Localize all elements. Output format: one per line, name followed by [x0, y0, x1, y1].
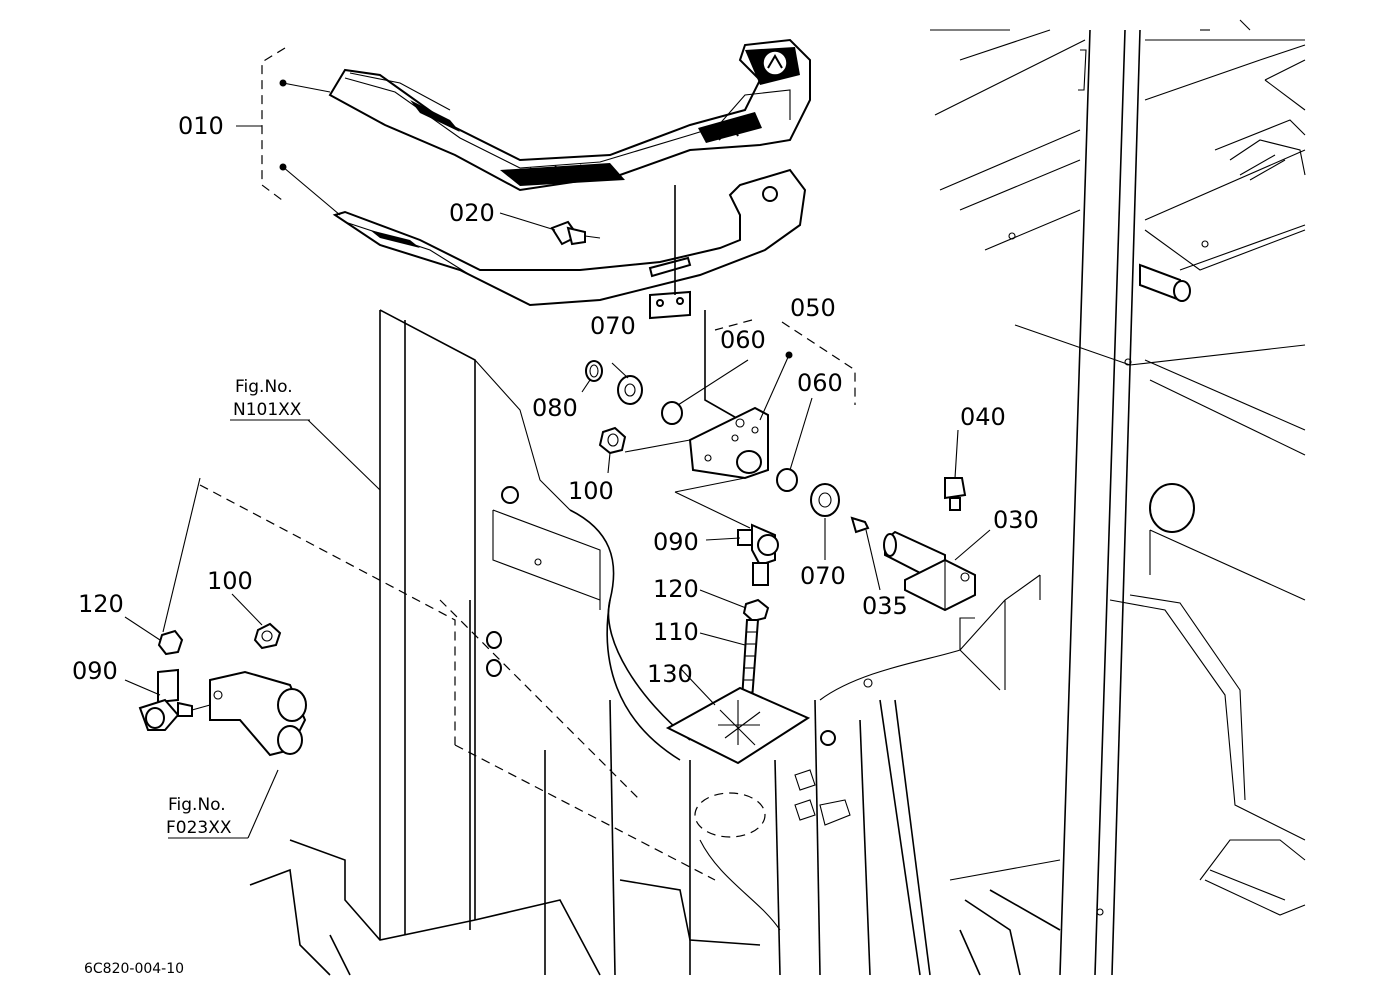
fig-ref-n101xx-number: N101XX — [233, 400, 302, 420]
callout-090-center: 090 — [653, 528, 699, 556]
callout-060-upper: 060 — [720, 326, 766, 354]
leader-lines — [124, 79, 991, 839]
callout-130: 130 — [647, 660, 693, 688]
callout-050: 050 — [790, 294, 836, 322]
callout-010: 010 — [178, 112, 224, 140]
callout-110: 110 — [653, 618, 699, 646]
cab-frame-drawing — [249, 19, 1306, 976]
callout-020: 020 — [449, 199, 495, 227]
callout-120-left: 120 — [78, 590, 124, 618]
callout-090-left: 090 — [72, 657, 118, 685]
callout-060-lower: 060 — [797, 369, 843, 397]
callout-035: 035 — [862, 592, 908, 620]
fig-ref-n101xx-label: Fig.No. — [235, 377, 293, 397]
callout-030: 030 — [993, 506, 1039, 534]
pedal-pad-assembly — [328, 38, 811, 421]
assembly-outlines — [199, 47, 856, 881]
callout-120-center: 120 — [653, 575, 699, 603]
callout-100-center: 100 — [568, 477, 614, 505]
callout-100-left: 100 — [207, 567, 253, 595]
callout-070-lower: 070 — [800, 562, 846, 590]
fig-ref-f023xx-label: Fig.No. — [168, 795, 226, 815]
figure-reference-f023xx: Fig.No. F023XX — [166, 795, 232, 838]
callout-080: 080 — [532, 394, 578, 422]
figure-reference-n101xx: Fig.No. N101XX — [233, 377, 302, 420]
hardware-parts — [138, 220, 976, 765]
drawing-code: 6C820-004-10 — [84, 961, 184, 977]
callout-070-upper: 070 — [590, 312, 636, 340]
callout-040: 040 — [960, 403, 1006, 431]
callout-labels: 010 020 050 070 060 060 080 100 090 120 … — [72, 112, 1039, 688]
fig-ref-f023xx-number: F023XX — [166, 818, 232, 838]
